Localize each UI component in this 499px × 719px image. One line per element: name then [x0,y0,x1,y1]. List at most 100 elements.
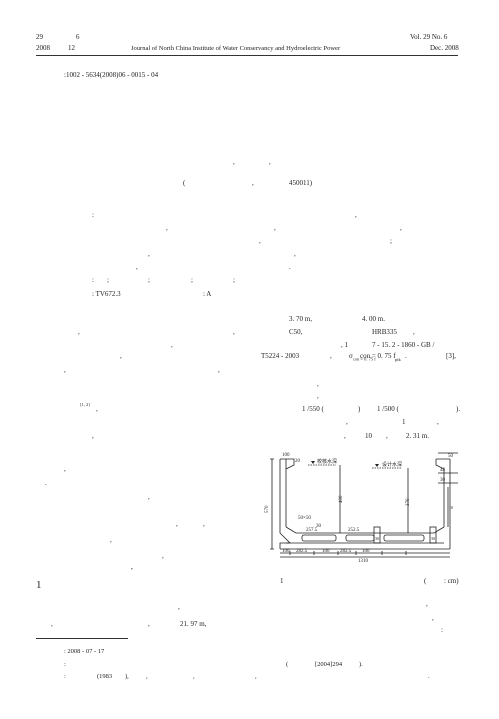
dim-label: 30 [431,536,435,541]
body-text: , [203,520,205,528]
dim-label: 570 [265,505,270,513]
keywords-mark: ; [107,276,109,284]
body-text: ) [358,405,361,413]
reference-citation: [1, 2] [80,402,90,407]
footnote-fund: ( [286,661,289,668]
footnote-author: . [428,673,430,680]
dim-label: 20 [295,459,301,464]
footnote-author-birth-year: (1983 [97,673,113,680]
dim-left-height [270,458,274,550]
keywords-mark: ; [233,276,235,284]
header-year: 2008 [36,44,50,52]
dim-bottom [280,552,450,558]
design-level-marker-icon [375,464,379,467]
body-text: , [171,341,173,349]
author-separator: , [233,158,235,166]
body-text: . [131,563,133,571]
abstract-mark: , [355,211,357,219]
dim-label: 50×50 [298,516,311,521]
dim-label: 400 [339,495,344,503]
body-text: 1 /550 ( [302,405,324,413]
dim-label: 100 [282,549,290,554]
keywords-mark: : [92,276,94,284]
header-volume-en: Vol. 29 No. 6 [410,33,448,41]
void-right [383,534,425,542]
header-journal-name: Journal of North China Institute of Wate… [131,45,341,52]
dim-label: 282.5 [340,549,352,554]
body-text: , [96,405,98,413]
body-text: , [110,536,112,544]
article-number: :1002 - 5634(2008)06 - 0015 - 04 [64,71,159,79]
abstract-mark: , [148,250,150,258]
abstract-mark: , [274,224,276,232]
body-text: : [441,626,443,634]
affiliation-postcode: 450011) [289,179,313,187]
body-text: , [64,465,66,473]
dim-label: 100 [322,549,330,554]
body-text: , [218,366,220,374]
body-text: 7 - 15. 2 - 1860 - GB / [372,341,435,349]
dim-label: 100 [282,453,290,458]
dim-label: 1310 [358,559,369,564]
body-text: , [120,352,122,360]
figure-caption-unit-open: ( [424,577,427,585]
dim-label: 48 [440,468,446,473]
dim-label: 370 [406,498,411,506]
footnote-fund: ). [359,661,363,668]
dim-label: 50 [448,454,454,459]
stress-formula-rhs: con = 0. 75 f [360,352,396,360]
body-text: 1 [402,418,406,426]
left-wall [279,459,291,549]
body-text: , [178,603,180,611]
dim-label: 10 [449,505,453,510]
body-text: . [45,479,47,487]
body-text: , [148,620,150,628]
body-text: 4. 00 m. [362,315,385,323]
keywords-mark: ; [148,276,150,284]
abstract-mark: , [259,237,261,245]
affiliation-open: ( [183,179,186,187]
body-text: , [344,432,346,440]
top-right-flange [435,458,450,470]
figure-caption-unit: : cm) [444,577,459,585]
dim-label: 252.5 [348,528,360,533]
body-text: , [413,328,415,336]
body-text: , [162,552,164,560]
footnote-author: : [64,673,66,680]
body-text: C50, [289,328,303,336]
dim-label: 100 [362,549,370,554]
body-text: , [437,418,439,426]
void-mid [345,534,375,542]
body-text: 3. 70 m, [289,315,312,323]
body-text: . [405,352,407,360]
bottom-slab-top [285,526,445,534]
clc-number: : TV672.3 [92,290,121,298]
abstract-mark: ; [390,237,392,245]
footnote-author: , [146,673,148,680]
dim-label: 30 [440,478,446,483]
footnote-author: , [193,673,195,680]
abstract-mark: : [92,211,94,219]
header-month: 12 [68,44,75,52]
body-text: T5224 - 2003 [261,352,300,360]
body-text: ). [456,405,461,413]
document-code: : A [203,290,212,298]
body-text: , [176,520,178,528]
body-text: 2. 31 m. [406,432,429,440]
body-text: , 1 [341,341,348,349]
body-text: , [92,432,94,440]
keywords-mark: ; [191,276,193,284]
abstract-mark: , [294,250,296,258]
body-text: , [317,380,319,388]
body-text: , [51,620,53,628]
header-rule [36,55,458,56]
figure-caption-number: 1 [280,577,284,585]
body-text: , [64,366,66,374]
body-text: , [386,432,388,440]
body-text: HRB335 [372,328,397,336]
footnote-rule [36,638,128,639]
body-text: , [346,418,348,426]
body-text: , [233,328,235,336]
body-text: , [330,352,332,360]
dim-label: 30 [316,524,322,529]
